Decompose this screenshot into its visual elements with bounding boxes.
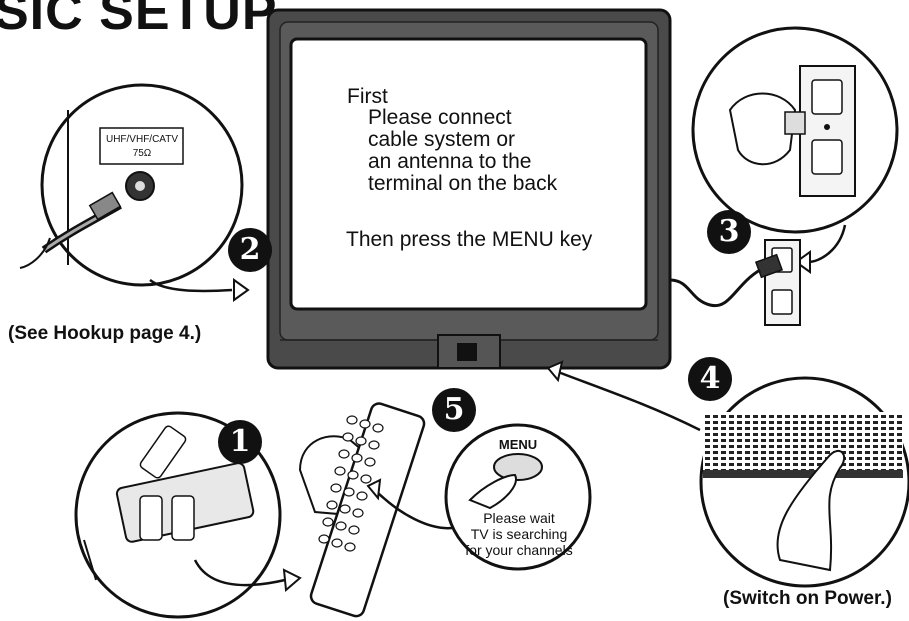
- remote-button: [318, 534, 330, 544]
- remote-button: [348, 525, 360, 535]
- battery-illustration: [74, 411, 282, 619]
- remote-button: [351, 453, 363, 463]
- remote-button: [335, 521, 347, 531]
- coax-cable-icon: [88, 191, 122, 221]
- hookup-caption: (See Hookup page 4.): [8, 323, 202, 344]
- remote-button: [334, 466, 346, 476]
- remote-buttons: [318, 415, 384, 552]
- remote-button: [355, 436, 367, 446]
- menu-key-label: MENU: [498, 437, 538, 452]
- remote-button: [330, 483, 342, 493]
- tv-text-line3: cable system or: [368, 128, 516, 151]
- menu-key-icon: [493, 453, 543, 481]
- tv-text-line1: First: [347, 85, 388, 108]
- menu-wait-line2: TV is searching: [470, 526, 568, 542]
- finger-icon: [776, 449, 846, 572]
- step-badge-3: 3: [707, 210, 751, 254]
- remote-button: [331, 538, 343, 548]
- battery-icon: [139, 495, 163, 541]
- step-badge-4: 4: [688, 357, 732, 401]
- power-plug-illustration: [691, 26, 899, 234]
- menu-wait-line3: for your channels: [465, 542, 573, 558]
- arrow-icon: [149, 278, 233, 293]
- menu-bubble: [444, 423, 592, 571]
- page-heading: SIC SETUP: [0, 0, 278, 41]
- terminal-label: UHF/VHF/CATV: [105, 134, 179, 145]
- tv-text-line6: Then press the MENU key: [346, 228, 593, 251]
- antenna-terminal-illustration: [19, 83, 244, 287]
- remote-button: [342, 432, 354, 442]
- remote-button: [322, 517, 334, 527]
- tv-text-line4: an antenna to the: [368, 150, 532, 173]
- tv-screen: [289, 37, 648, 311]
- remote-button: [344, 542, 356, 552]
- remote-button: [356, 491, 368, 501]
- remote-button: [364, 457, 376, 467]
- remote-button: [338, 449, 350, 459]
- step-badge-5: 5: [432, 388, 476, 432]
- power-caption: (Switch on Power.): [723, 588, 892, 609]
- step-badge-1: 1: [218, 420, 262, 464]
- remote-button: [372, 423, 384, 433]
- remote-button: [346, 415, 358, 425]
- menu-wait-line1: Please wait: [483, 510, 555, 526]
- remote-button: [347, 470, 359, 480]
- power-plug-icon: [784, 111, 806, 135]
- remote-button: [326, 500, 338, 510]
- remote-button: [352, 508, 364, 518]
- switch-power-illustration: [699, 376, 909, 588]
- remote-button: [359, 419, 371, 429]
- remote-button: [368, 440, 380, 450]
- television: [266, 8, 672, 370]
- remote-button: [343, 487, 355, 497]
- remote-icon: [309, 402, 426, 618]
- terminal-impedance: 75Ω: [132, 148, 152, 159]
- outlet-with-cord: [669, 239, 801, 326]
- tv-power-button: [457, 343, 477, 361]
- tv-text-line5: terminal on the back: [368, 172, 558, 195]
- remote-button: [360, 474, 372, 484]
- tv-text-line2: Please connect: [368, 106, 512, 129]
- remote-button: [339, 504, 351, 514]
- remote-with-hand: [298, 402, 426, 618]
- step-badge-2: 2: [228, 228, 272, 272]
